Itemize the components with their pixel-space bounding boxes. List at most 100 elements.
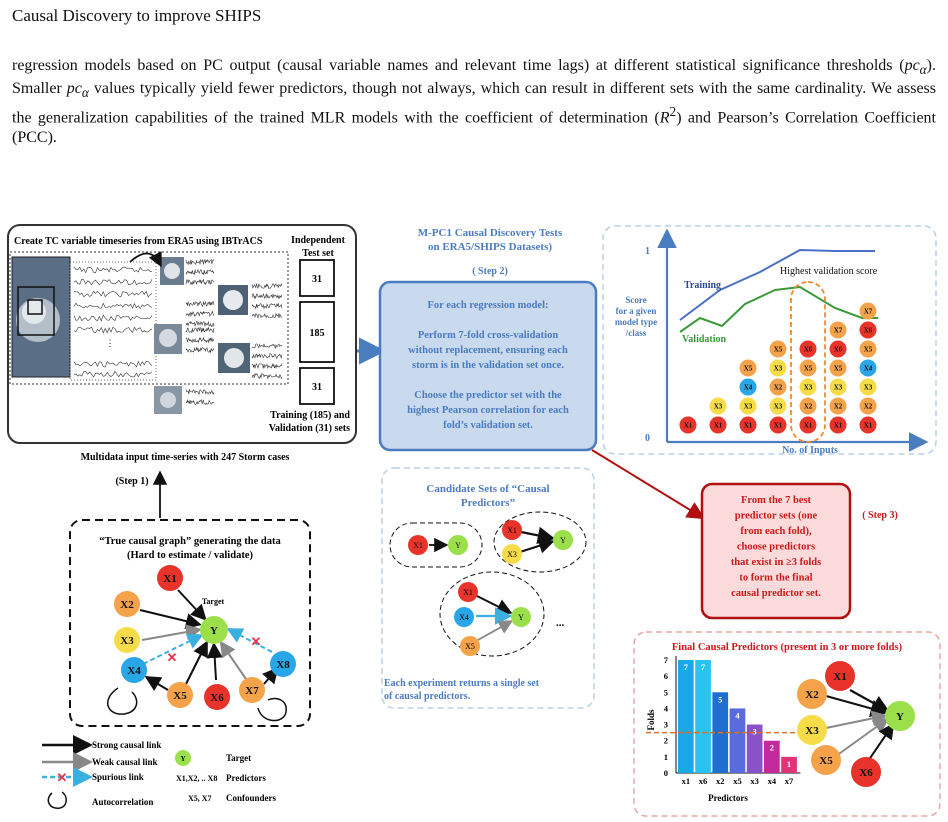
- chart-ytick: 5: [664, 687, 668, 697]
- timeseries-line: [185, 388, 215, 395]
- legend-strong: Strong causal link: [92, 740, 161, 750]
- stack-node-label: X4: [864, 365, 873, 373]
- final-node: [885, 701, 915, 731]
- stack-node: [769, 378, 787, 396]
- chart-bar: [746, 724, 763, 773]
- stack-node-label: X5: [834, 365, 843, 373]
- stack-node-label: X3: [864, 384, 873, 392]
- timeseries-line: [185, 346, 215, 354]
- stack-node: [739, 378, 757, 396]
- symbol: pc: [904, 57, 920, 74]
- legend-auto: Autocorrelation: [92, 797, 153, 807]
- panel4-title: Candidate Sets of “Causal: [426, 483, 549, 495]
- timeseries-line: [251, 293, 283, 300]
- test-set-label-2: Test set: [302, 248, 334, 259]
- chart-data-label: 7: [684, 662, 689, 672]
- chart-xtick: x4: [768, 776, 777, 786]
- stack-node: [769, 359, 787, 377]
- text: ) and Pearson’s Correlation Coefficient …: [12, 109, 936, 146]
- chart-data-label: 7: [701, 662, 706, 672]
- training-label: Training: [684, 280, 721, 291]
- stack-node-label: X5: [744, 365, 753, 373]
- panel2-line: Perform 7-fold cross-validation: [418, 330, 559, 341]
- timeseries-line: [251, 343, 283, 350]
- symbol: α: [919, 62, 927, 78]
- spurious-x-legend: ✕: [57, 770, 68, 785]
- graph-node-label: Y: [210, 625, 218, 637]
- stack-node-label: X1: [684, 422, 693, 430]
- chart-bar: [729, 708, 746, 773]
- stack-node: [859, 340, 877, 358]
- panel6-line: From the 7 best: [741, 495, 812, 506]
- panel5-title-2: (Hard to estimate / validate): [127, 550, 253, 561]
- graph-node-label: X1: [163, 573, 176, 585]
- panel4-caption: Each experiment returns a single set: [384, 678, 540, 689]
- stack-node: [799, 378, 817, 396]
- vertical-ellipsis: ⋮: [106, 338, 115, 348]
- stack-node: [829, 321, 847, 339]
- stack-node-label: X2: [864, 403, 873, 411]
- ylabel-line: /class: [625, 328, 647, 338]
- final-node-label: Y: [896, 711, 904, 723]
- chart-ytick: 7: [664, 655, 669, 665]
- text: values typically yield fewer predictors,…: [12, 80, 937, 127]
- graph-node-label: X8: [276, 659, 290, 671]
- graph-node: [167, 682, 193, 708]
- final-node: [851, 757, 881, 787]
- stack-node-label: X1: [744, 422, 753, 430]
- node-label: Y: [560, 536, 566, 545]
- stack-node: [829, 340, 847, 358]
- panel2-line: highest Pearson correlation for each: [407, 405, 569, 416]
- panel4-title-2: Predictors”: [461, 497, 515, 509]
- timeseries-line: [73, 360, 153, 368]
- panel6-line: causal predictor set.: [731, 588, 821, 599]
- chart-bar: [764, 740, 780, 773]
- timeseries-line: [185, 320, 215, 328]
- stack-node: [769, 397, 787, 415]
- panel2-title: M-PC1 Causal Discovery Tests: [418, 227, 563, 239]
- stack-node: [859, 302, 877, 320]
- stack-node-label: X1: [804, 422, 813, 430]
- node-label: X4: [459, 613, 469, 622]
- panel6-line: predictor sets (one: [735, 511, 818, 522]
- chart-xtick: x7: [785, 776, 794, 786]
- chart-ytick: 1: [664, 752, 668, 762]
- node-label: X1: [463, 588, 473, 597]
- final-node-label: X6: [859, 767, 873, 779]
- graph-node: [239, 677, 265, 703]
- target-label: Target: [202, 597, 225, 606]
- stack-node: [799, 397, 817, 415]
- graph-node: [121, 657, 147, 683]
- graph-node-label: X5: [173, 690, 187, 702]
- chart-data-label: 4: [735, 710, 740, 720]
- graph-node-label: X7: [245, 685, 259, 697]
- node-label: X1: [413, 541, 423, 550]
- graph-node: [114, 591, 140, 617]
- chart-ytick: 6: [664, 671, 668, 681]
- timeseries-line: [185, 398, 215, 405]
- stack-node: [709, 416, 727, 434]
- node-label: X1: [507, 526, 517, 535]
- legend-confounder-keys: X5, X7: [188, 794, 212, 803]
- stack-node-label: X3: [834, 384, 843, 392]
- graph-node-label: X4: [127, 665, 141, 677]
- legend-predictors-keys: X1,X2, .. X8: [176, 774, 217, 783]
- stack-node: [859, 416, 877, 434]
- ylabel-line: Score: [625, 295, 646, 305]
- stack-node: [739, 416, 757, 434]
- timeseries-line: [73, 266, 153, 274]
- symbol: pc: [66, 80, 82, 98]
- node-label: Y: [518, 613, 524, 622]
- panel1-title: Create TC variable timeseries from ERA5 …: [14, 236, 263, 247]
- running-head: Causal Discovery to improve SHIPS: [12, 6, 262, 25]
- highest-label: Highest validation score: [780, 266, 878, 277]
- timeseries-line: [185, 258, 215, 266]
- timeseries-line: [251, 283, 283, 289]
- train-val-label: Training (185) and: [270, 410, 350, 421]
- legend: Strong causal link Weak causal link ✕ Sp…: [42, 735, 277, 809]
- panel2-line: For each regression model:: [427, 300, 548, 311]
- timeseries-line: [185, 301, 215, 308]
- legend-confounders: Confounders: [226, 793, 277, 803]
